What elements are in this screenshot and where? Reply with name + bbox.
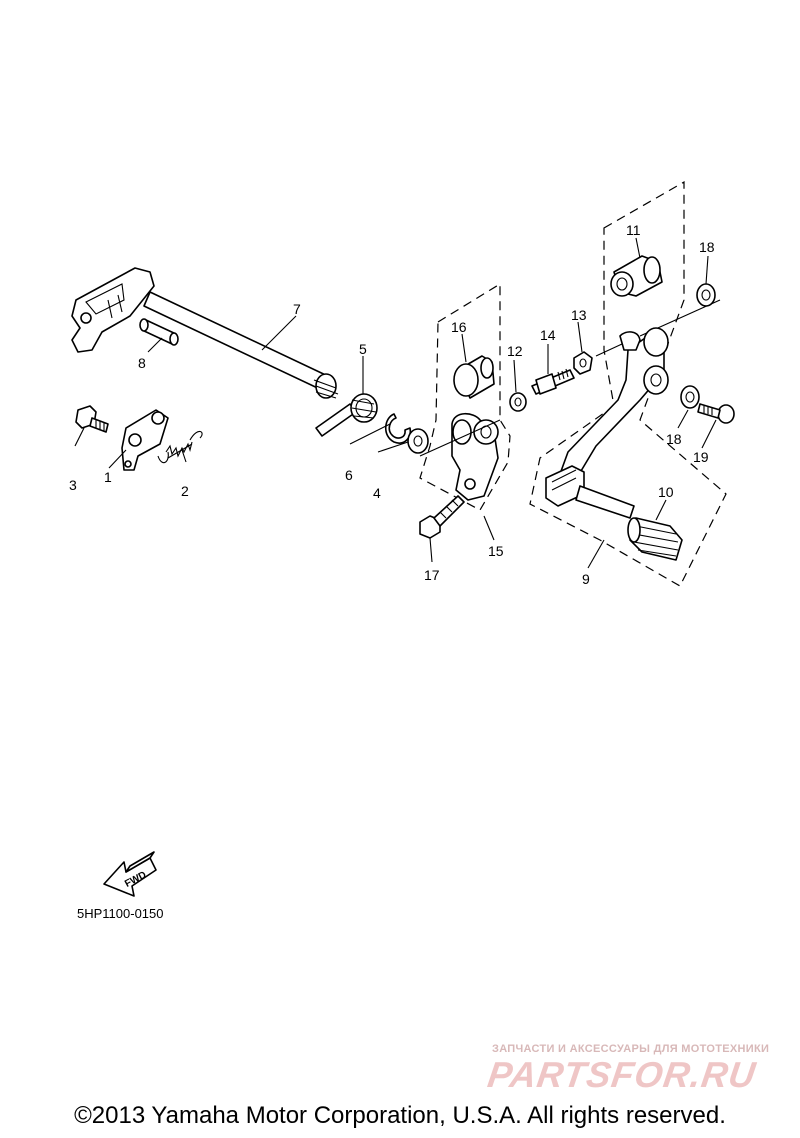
callout-18-upper: 18 — [699, 239, 715, 255]
part-12-nut — [509, 392, 527, 412]
part-10-pedal-rubber — [627, 517, 683, 561]
copyright-notice: ©2013 Yamaha Motor Corporation, U.S.A. A… — [74, 1102, 726, 1129]
part-13-nut — [573, 351, 593, 375]
callout-8: 8 — [138, 355, 146, 371]
callout-10: 10 — [658, 484, 674, 500]
part-7-shift-shaft — [71, 267, 339, 399]
part-8-dowel-pin — [139, 318, 179, 346]
callout-18-lower: 18 — [666, 431, 682, 447]
callout-12: 12 — [507, 343, 523, 359]
leader-lines — [74, 237, 717, 569]
part-6-circlip — [384, 413, 412, 444]
fwd-arrow-icon: FWD — [103, 851, 157, 897]
callout-1: 1 — [104, 469, 112, 485]
part-17-bolt — [419, 495, 465, 539]
part-19-bolt — [697, 403, 735, 424]
callout-3: 3 — [69, 477, 77, 493]
callout-2: 2 — [181, 483, 189, 499]
part-14-shift-rod — [531, 368, 575, 395]
watermark-brand: PARTSFOR.RU — [485, 1054, 759, 1095]
drawing-code: 5HP1100-0150 — [77, 906, 164, 921]
callout-14: 14 — [540, 327, 556, 343]
callout-5: 5 — [359, 341, 367, 357]
callout-16: 16 — [451, 319, 467, 335]
part-5-torsion-spring — [315, 393, 378, 437]
callout-11: 11 — [626, 222, 641, 238]
callout-7: 7 — [293, 301, 301, 317]
part-2-tension-spring — [157, 430, 203, 464]
callout-15: 15 — [488, 543, 504, 559]
callout-6: 6 — [345, 467, 353, 483]
callout-19: 19 — [693, 449, 709, 465]
part-3-bolt — [75, 405, 109, 433]
callout-13: 13 — [571, 307, 587, 323]
part-9-shift-pedal — [529, 180, 727, 587]
part-18-washer-upper — [696, 283, 716, 307]
callout-4: 4 — [373, 485, 381, 501]
watermark-subtitle: ЗАПЧАСТИ И АКСЕССУАРЫ ДЛЯ МОТОТЕХНИКИ — [492, 1043, 770, 1055]
part-18-washer-lower — [680, 385, 700, 409]
part-16-rod-end — [453, 355, 495, 399]
part-15-shift-arm-assembly — [419, 282, 511, 511]
callout-17: 17 — [424, 567, 440, 583]
part-1-stopper-lever — [121, 409, 169, 471]
callout-9: 9 — [582, 571, 590, 587]
part-4-washer — [407, 428, 429, 454]
part-11-rod-end — [610, 255, 663, 297]
shift-shaft-exploded-diagram: 1 2 3 4 5 6 7 8 9 10 11 12 13 14 15 16 1… — [69, 180, 735, 897]
